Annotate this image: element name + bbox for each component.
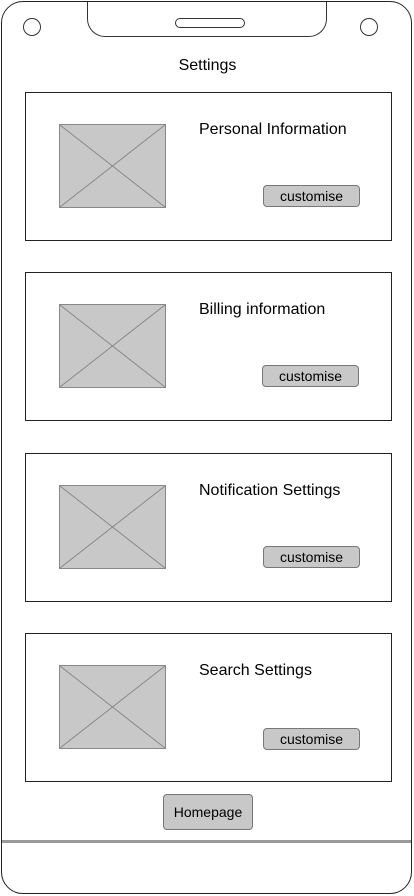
card-search-settings: Search Settings customise: [25, 633, 392, 782]
customise-billing-information-button[interactable]: customise: [262, 365, 359, 387]
camera-icon: [23, 18, 41, 36]
customise-notification-settings-button[interactable]: customise: [263, 546, 360, 568]
page-title: Settings: [178, 57, 237, 74]
image-placeholder-icon: [59, 665, 166, 749]
card-personal-information: Personal Information customise: [25, 92, 392, 241]
card-title: Notification Settings: [199, 482, 341, 499]
bottom-divider: [2, 840, 411, 843]
customise-search-settings-button[interactable]: customise: [263, 728, 360, 750]
sensor-icon: [360, 18, 378, 36]
notch: [87, 2, 327, 37]
image-placeholder-icon: [59, 304, 166, 388]
image-placeholder-icon: [59, 124, 166, 208]
card-billing-information: Billing information customise: [25, 272, 392, 421]
card-title: Billing information: [199, 301, 326, 318]
card-title: Search Settings: [199, 662, 312, 679]
image-placeholder-icon: [59, 485, 166, 569]
speaker-icon: [175, 18, 245, 28]
card-notification-settings: Notification Settings customise: [25, 453, 392, 602]
customise-personal-information-button[interactable]: customise: [263, 185, 360, 207]
card-title: Personal Information: [199, 121, 347, 138]
homepage-button[interactable]: Homepage: [163, 794, 253, 830]
